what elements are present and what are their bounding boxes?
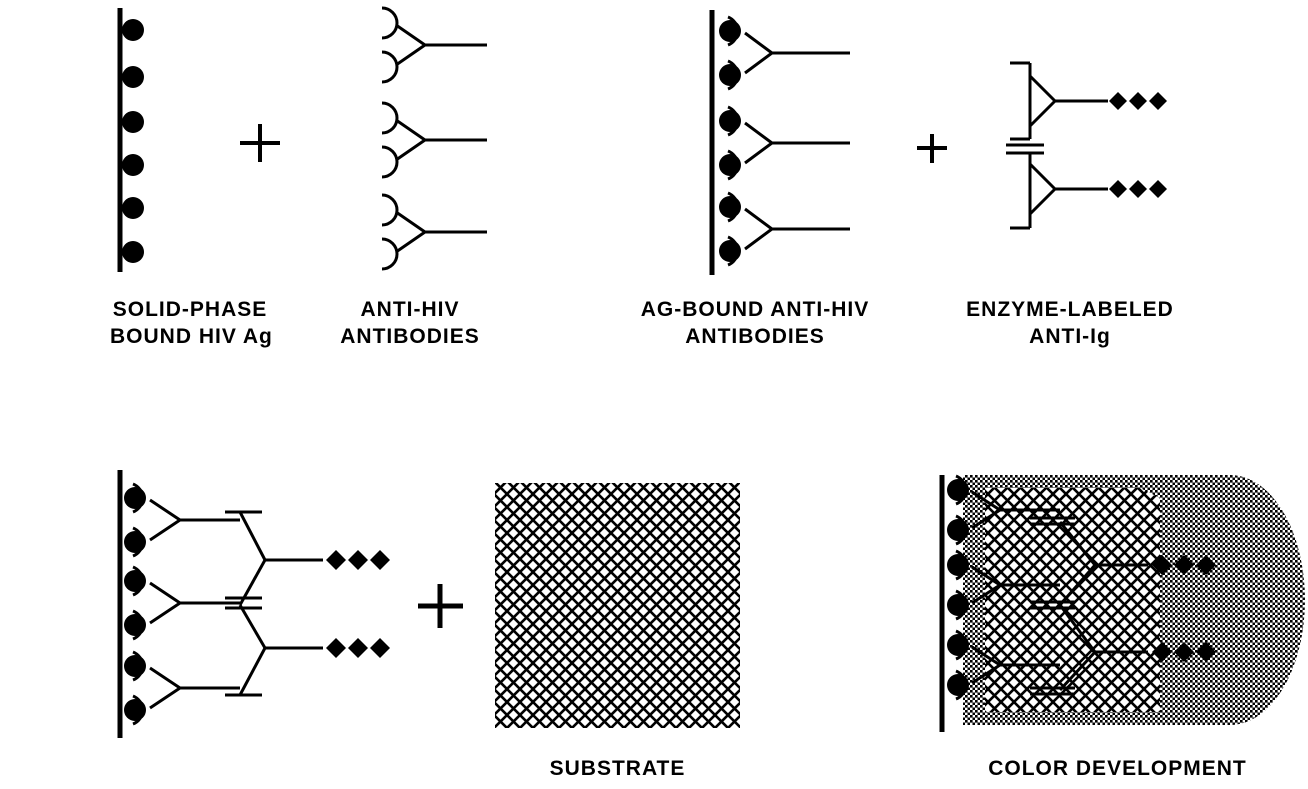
substrate-pattern	[495, 483, 740, 728]
enzyme-labeled-anti-ig	[1006, 61, 1167, 230]
label-solid-phase-line1: SOLID-PHASE	[112, 298, 268, 321]
ag-bound-antibodies	[709, 10, 850, 275]
label-enzyme-labeled-line1: ENZYME-LABELED	[966, 298, 1174, 321]
label-enzyme-labeled: ENZYME-LABELED ANTI-Ig	[945, 296, 1195, 350]
antibody-complex	[117, 470, 390, 738]
label-anti-hiv-line1: ANTI-HIV	[360, 298, 460, 321]
plus-sign-1	[240, 124, 280, 162]
label-enzyme-labeled-line2: ANTI-Ig	[1029, 325, 1111, 348]
label-ag-bound-line2: ANTIBODIES	[685, 325, 825, 348]
label-anti-hiv: ANTI-HIV ANTIBODIES	[315, 296, 505, 350]
label-substrate: SUBSTRATE	[549, 757, 686, 780]
label-solid-phase: SOLID-PHASE BOUND HIV Ag	[110, 296, 273, 350]
label-color-development: COLOR DEVELOPMENT	[988, 757, 1247, 780]
color-development-complex	[939, 474, 1305, 732]
plus-sign-3	[418, 584, 463, 628]
anti-hiv-antibodies	[381, 6, 487, 271]
label-ag-bound: AG-BOUND ANTI-HIV ANTIBODIES	[595, 296, 915, 350]
solid-phase-antigen	[117, 8, 144, 272]
label-ag-bound-line1: AG-BOUND ANTI-HIV	[640, 298, 870, 321]
plus-sign-2	[917, 134, 947, 163]
label-anti-hiv-line2: ANTIBODIES	[340, 325, 480, 348]
label-solid-phase-line2: BOUND HIV Ag	[110, 325, 273, 348]
